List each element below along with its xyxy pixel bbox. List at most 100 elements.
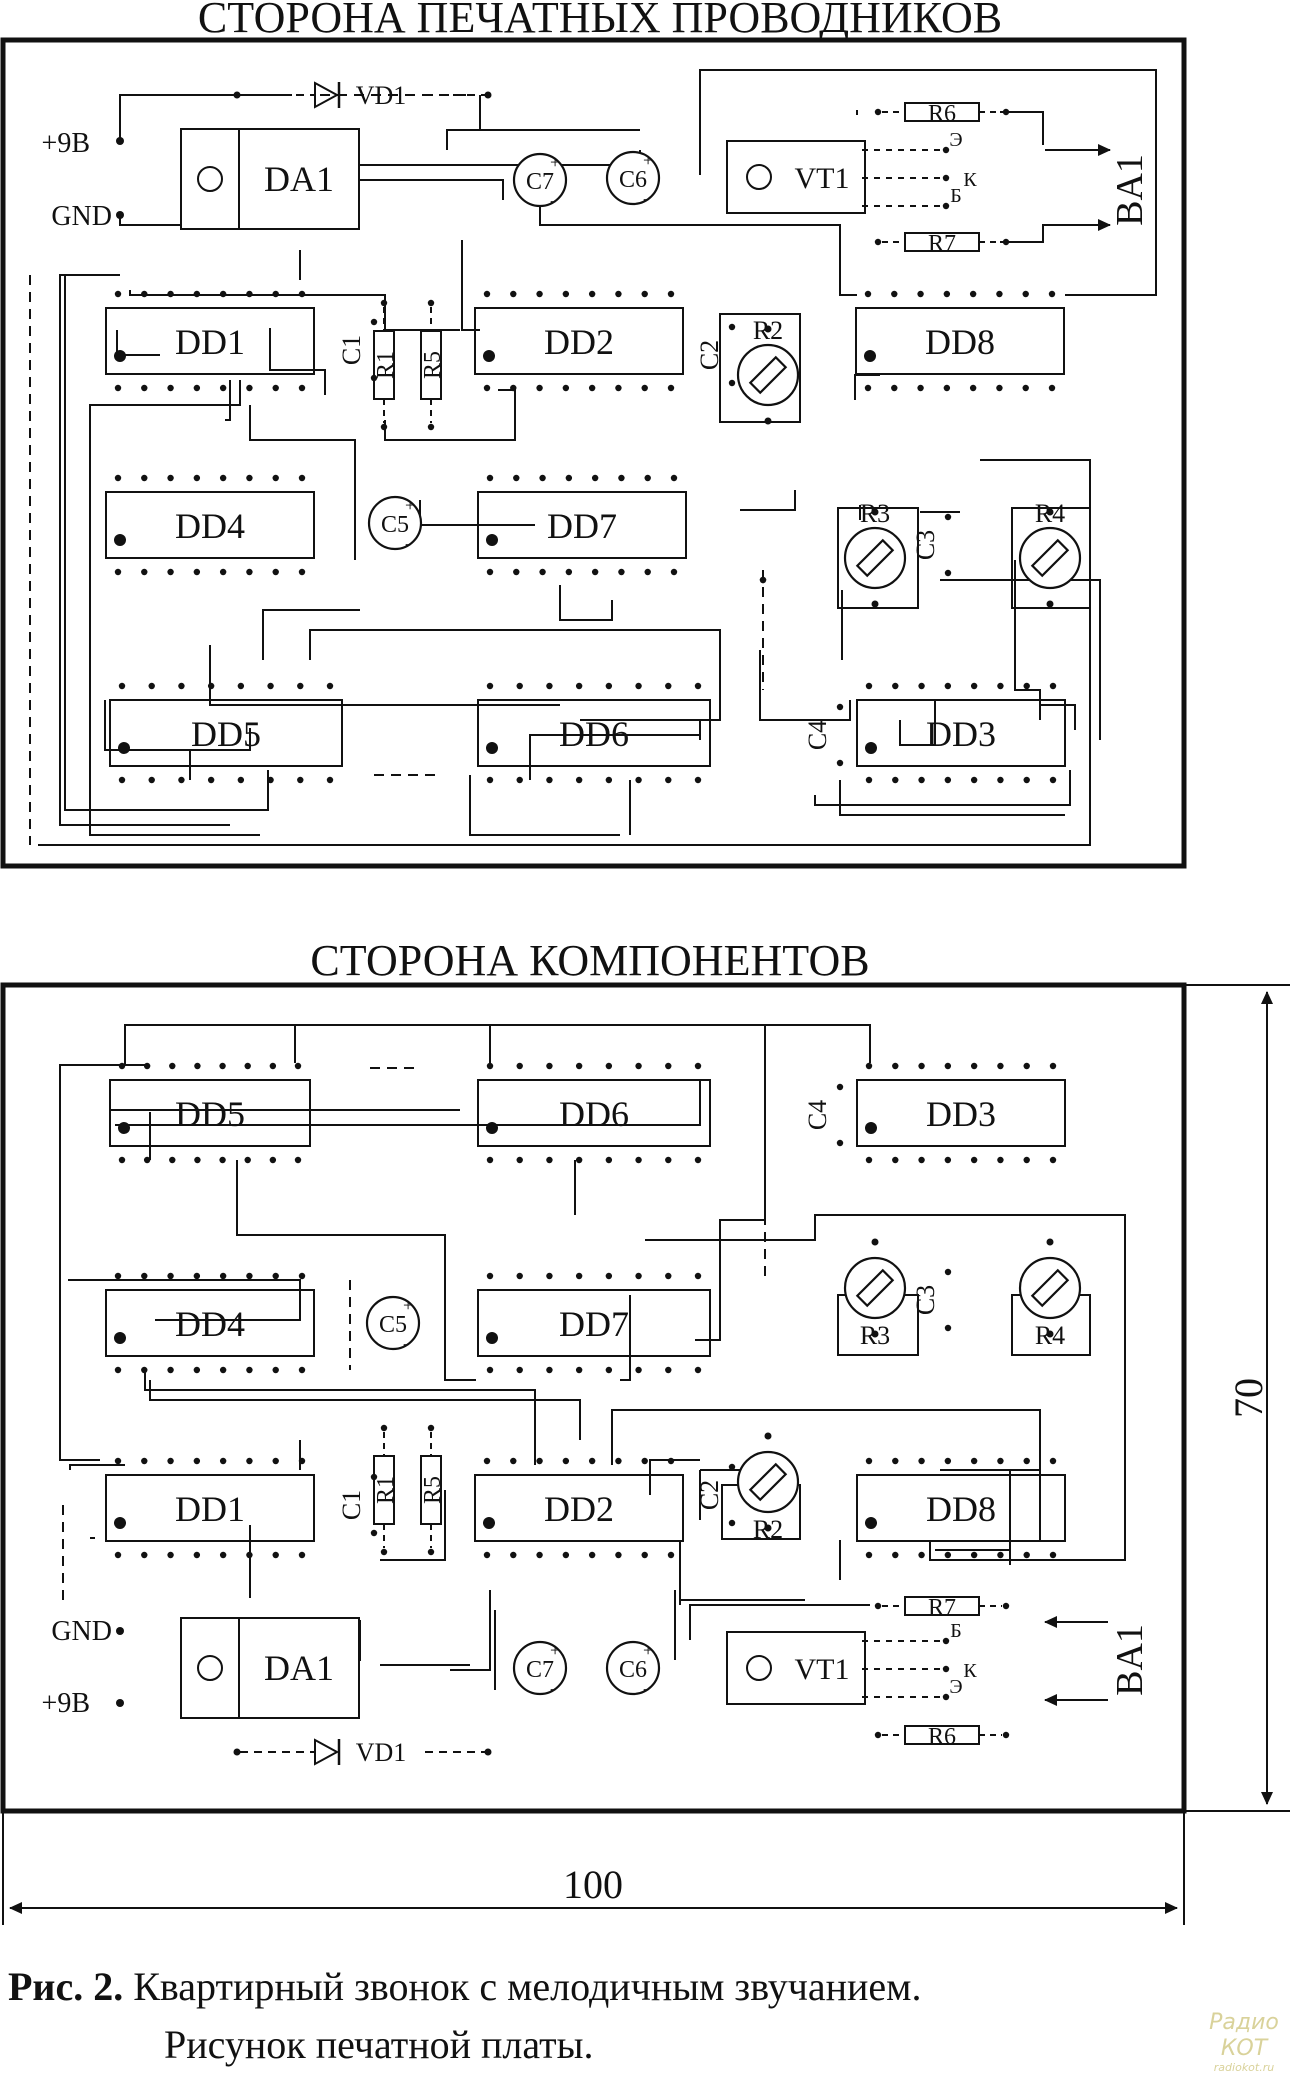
pad [114, 474, 122, 482]
pad [486, 1272, 494, 1280]
chip-body [856, 1079, 1066, 1147]
pad [513, 474, 520, 482]
pad [944, 1457, 952, 1465]
trimmer-body [1018, 1256, 1082, 1320]
pad [970, 682, 978, 690]
regulator-da1: DA1 [180, 128, 360, 230]
chip-dd1: DD1 [105, 1457, 315, 1559]
pin1-marker [486, 534, 498, 546]
pad [970, 776, 978, 784]
pad [1046, 600, 1054, 608]
resistor-r6: R6 [874, 101, 1010, 127]
pad [969, 384, 977, 392]
trimmer-label: R2 [753, 316, 783, 345]
trace [450, 1590, 491, 1671]
pad [219, 474, 227, 482]
speaker-label: BA1 [1109, 154, 1151, 226]
pad [1046, 1330, 1054, 1338]
pad [635, 682, 642, 690]
pad [1049, 682, 1057, 690]
pad [298, 568, 306, 576]
pad [294, 1156, 302, 1164]
pad [970, 1551, 978, 1559]
minus-sign: - [550, 190, 556, 210]
chip-body [477, 699, 711, 767]
logo-site: radiokot.ru [1213, 2061, 1275, 2074]
ground-pad [116, 1627, 124, 1635]
pad [641, 1551, 648, 1559]
pad [483, 384, 491, 392]
pad [918, 776, 925, 784]
trace [69, 1464, 125, 1470]
pad [114, 1272, 122, 1280]
trace [236, 1160, 476, 1381]
pad [483, 1551, 491, 1559]
pin1-marker [486, 1122, 498, 1134]
pad [219, 1272, 227, 1280]
pad [516, 1272, 523, 1280]
pad [836, 703, 844, 711]
pad [891, 290, 898, 298]
plus-sign: + [550, 1640, 560, 1660]
pin1-marker [865, 1122, 877, 1134]
pin1-marker [114, 1332, 126, 1344]
pad [670, 568, 678, 576]
pin1-marker [486, 742, 498, 754]
pad [1023, 776, 1030, 784]
pad [267, 776, 274, 784]
pad [635, 776, 642, 784]
pad [605, 682, 613, 690]
capacitor-c3: C3 [911, 1268, 952, 1332]
chip-body [109, 1079, 311, 1147]
trace [759, 650, 851, 721]
pad [194, 1156, 201, 1164]
pin1-marker [118, 742, 130, 754]
pad [764, 1432, 772, 1440]
trace [89, 380, 241, 505]
capacitor-body [605, 150, 661, 206]
pad [516, 682, 523, 690]
pad [272, 474, 279, 482]
transistor-leads: БКЭ [862, 1620, 977, 1701]
trace [225, 380, 231, 421]
pad [272, 1551, 279, 1559]
diode-symbol [314, 81, 340, 109]
trace [355, 150, 641, 166]
pad [167, 290, 174, 298]
pad [118, 776, 126, 784]
pad [272, 290, 279, 298]
trace [899, 700, 936, 746]
pad [917, 290, 924, 298]
trace [269, 328, 326, 395]
pad [169, 1062, 176, 1070]
pad [942, 1693, 950, 1701]
pad [219, 1551, 227, 1559]
pad [167, 1272, 174, 1280]
pad [1023, 1156, 1030, 1164]
pad [510, 384, 517, 392]
pad [871, 600, 879, 608]
trace [740, 490, 796, 511]
pad [996, 384, 1003, 392]
pad [665, 776, 672, 784]
pad [1049, 1156, 1057, 1164]
trace [1000, 111, 1044, 145]
pad [118, 682, 126, 690]
capacitor-label: C7 [526, 1657, 554, 1683]
trimmer-body [843, 1256, 907, 1320]
pad [836, 759, 844, 767]
chip-dd7: DD7 [477, 474, 687, 576]
pad [605, 1062, 613, 1070]
pad [536, 1457, 543, 1465]
pad [298, 1272, 306, 1280]
chip-body [105, 491, 315, 559]
trace [679, 1540, 805, 1601]
lead-label: К [963, 169, 977, 191]
pin1-marker [114, 350, 126, 362]
pad [486, 682, 494, 690]
chip-dd6: DD6 [477, 682, 711, 784]
pad [380, 299, 388, 307]
pad [665, 1272, 672, 1280]
minus-sign: - [550, 1678, 556, 1698]
capacitor-label: C5 [381, 512, 409, 538]
